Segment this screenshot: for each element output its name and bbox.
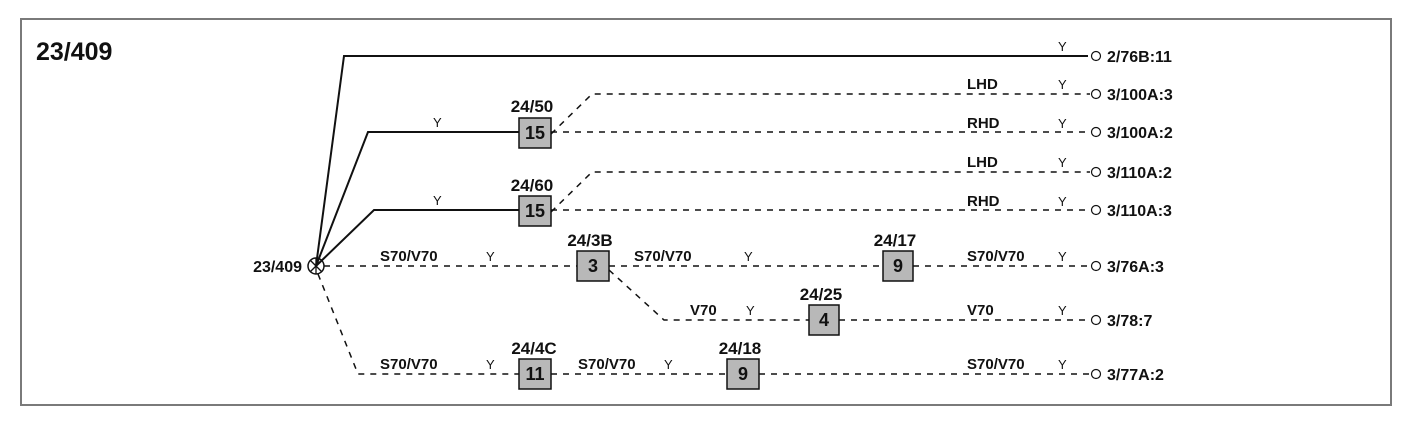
terminal-label: 3/77A:2	[1107, 367, 1164, 384]
component-label: 24/17	[874, 231, 917, 250]
wire-to-24-60	[315, 209, 519, 267]
component-label: 24/3B	[567, 231, 612, 250]
component-24-17: 9 24/17	[874, 231, 917, 282]
component-label: 24/18	[719, 339, 762, 358]
component-label: 24/60	[511, 176, 554, 195]
terminal-3-77a-2: 3/77A:2	[1090, 367, 1164, 384]
wire-to-2-76b-11	[315, 55, 1088, 267]
terminal-label: 2/76B:11	[1107, 49, 1172, 66]
component-number: 15	[525, 123, 545, 143]
component-number: 15	[525, 201, 545, 221]
wire-24-60-to-3-110a-2	[550, 171, 1090, 213]
wire-color-label: Y	[433, 115, 442, 130]
wire-label-v70: V70	[967, 302, 994, 319]
terminal-label: 3/78:7	[1107, 313, 1152, 330]
component-label: 24/4C	[511, 339, 556, 358]
component-number: 9	[893, 256, 903, 276]
wire-label-s70-v70: S70/V70	[967, 356, 1025, 373]
wire-label-s70-v70: S70/V70	[967, 248, 1025, 265]
component-24-25: 4 24/25	[800, 285, 843, 336]
wire-label-s70-v70: S70/V70	[380, 248, 438, 265]
wire-label-s70-v70: S70/V70	[380, 356, 438, 373]
diagram-frame	[20, 18, 1392, 406]
terminal-label: 3/100A:2	[1107, 125, 1173, 142]
wire-24-50-to-3-100a-3	[550, 93, 1090, 135]
wire-color-label: Y	[1058, 303, 1067, 318]
wire-label-s70-v70: S70/V70	[578, 356, 636, 373]
wire-label-rhd: RHD	[967, 115, 1000, 132]
terminal-label: 3/100A:3	[1107, 87, 1173, 104]
component-number: 11	[525, 364, 544, 384]
junction-label: 23/409	[253, 259, 302, 276]
wire-label-rhd: RHD	[967, 193, 1000, 210]
wire-to-24-50	[315, 131, 519, 267]
component-number: 3	[588, 256, 598, 276]
component-24-18: 9 24/18	[719, 339, 762, 390]
wire-color-label: Y	[1058, 194, 1067, 209]
wire-label-lhd: LHD	[967, 76, 998, 93]
terminal-label: 3/110A:3	[1107, 203, 1172, 220]
component-24-50: 15 24/50	[511, 97, 554, 149]
diagram-title: 23/409	[36, 38, 112, 66]
terminal-3-110a-3: 3/110A:3	[1090, 203, 1172, 220]
wire-color-label: Y	[664, 357, 673, 372]
wire-label-v70: V70	[690, 302, 717, 319]
component-number: 4	[819, 310, 829, 330]
wire-color-label: Y	[486, 249, 495, 264]
wire-color-label: Y	[1058, 357, 1067, 372]
wire-color-label: Y	[1058, 155, 1067, 170]
terminal-label: 3/110A:2	[1107, 165, 1172, 182]
terminal-3-110a-2: 3/110A:2	[1090, 165, 1172, 182]
terminal-label: 3/76A:3	[1107, 259, 1164, 276]
component-label: 24/25	[800, 285, 843, 304]
wire-color-label: Y	[486, 357, 495, 372]
wire-24-3b-to-24-25	[608, 269, 809, 321]
component-24-60: 15 24/60	[511, 176, 554, 227]
terminal-3-78-7: 3/78:7	[1090, 313, 1152, 330]
wire-label-lhd: LHD	[967, 154, 998, 171]
terminal-3-100a-2: 3/100A:2	[1090, 125, 1173, 142]
wire-color-label: Y	[1058, 116, 1067, 131]
component-number: 9	[738, 364, 748, 384]
wire-color-label: Y	[1058, 39, 1067, 54]
wire-color-label: Y	[744, 249, 753, 264]
wire-color-label: Y	[1058, 249, 1067, 264]
component-24-4c: 11 24/4C	[511, 339, 557, 390]
wire-color-label: Y	[746, 303, 755, 318]
wire-label-s70-v70: S70/V70	[634, 248, 692, 265]
wire-color-label: Y	[1058, 77, 1067, 92]
component-label: 24/50	[511, 97, 554, 116]
terminal-2-76b-11: 2/76B:11	[1090, 49, 1172, 66]
component-24-3b: 3 24/3B	[567, 231, 613, 282]
wire-color-label: Y	[433, 193, 442, 208]
terminal-3-76a-3: 3/76A:3	[1090, 259, 1164, 276]
terminal-3-100a-3: 3/100A:3	[1090, 87, 1173, 104]
